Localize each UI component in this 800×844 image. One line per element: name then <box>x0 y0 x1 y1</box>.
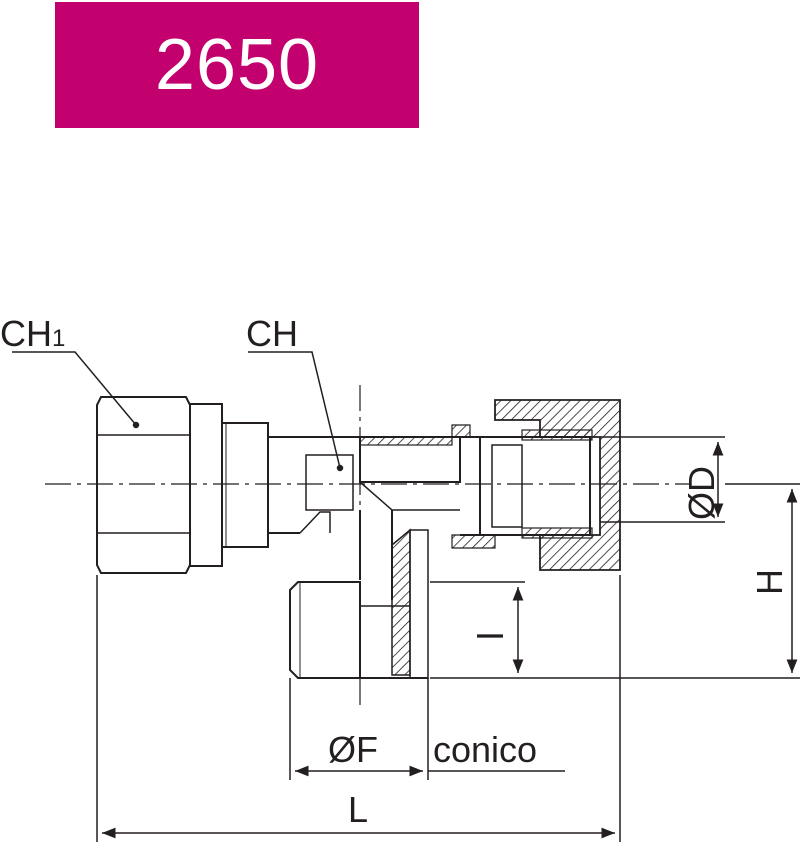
threaded-stub <box>221 422 269 548</box>
center-lines <box>45 385 690 710</box>
label-diameter-d: ØD <box>681 466 722 520</box>
label-height-h: H <box>749 569 790 595</box>
product-code: 2650 <box>154 25 320 105</box>
dimension-lines <box>96 436 800 842</box>
label-diameter-f: ØF <box>328 729 378 770</box>
label-conico: conico <box>433 729 537 770</box>
label-length-l-small: l <box>470 632 511 640</box>
branch-wall-hatch <box>391 528 411 676</box>
hex-nut-ch1 <box>96 396 191 574</box>
nut-collar <box>189 403 223 567</box>
label-ch: CH <box>246 313 298 354</box>
leader-lines <box>12 351 344 472</box>
label-ch1: CH1 <box>0 313 65 354</box>
fitting-body <box>96 396 621 679</box>
product-code-badge: 2650 <box>55 2 419 128</box>
label-length-l: L <box>348 789 368 830</box>
